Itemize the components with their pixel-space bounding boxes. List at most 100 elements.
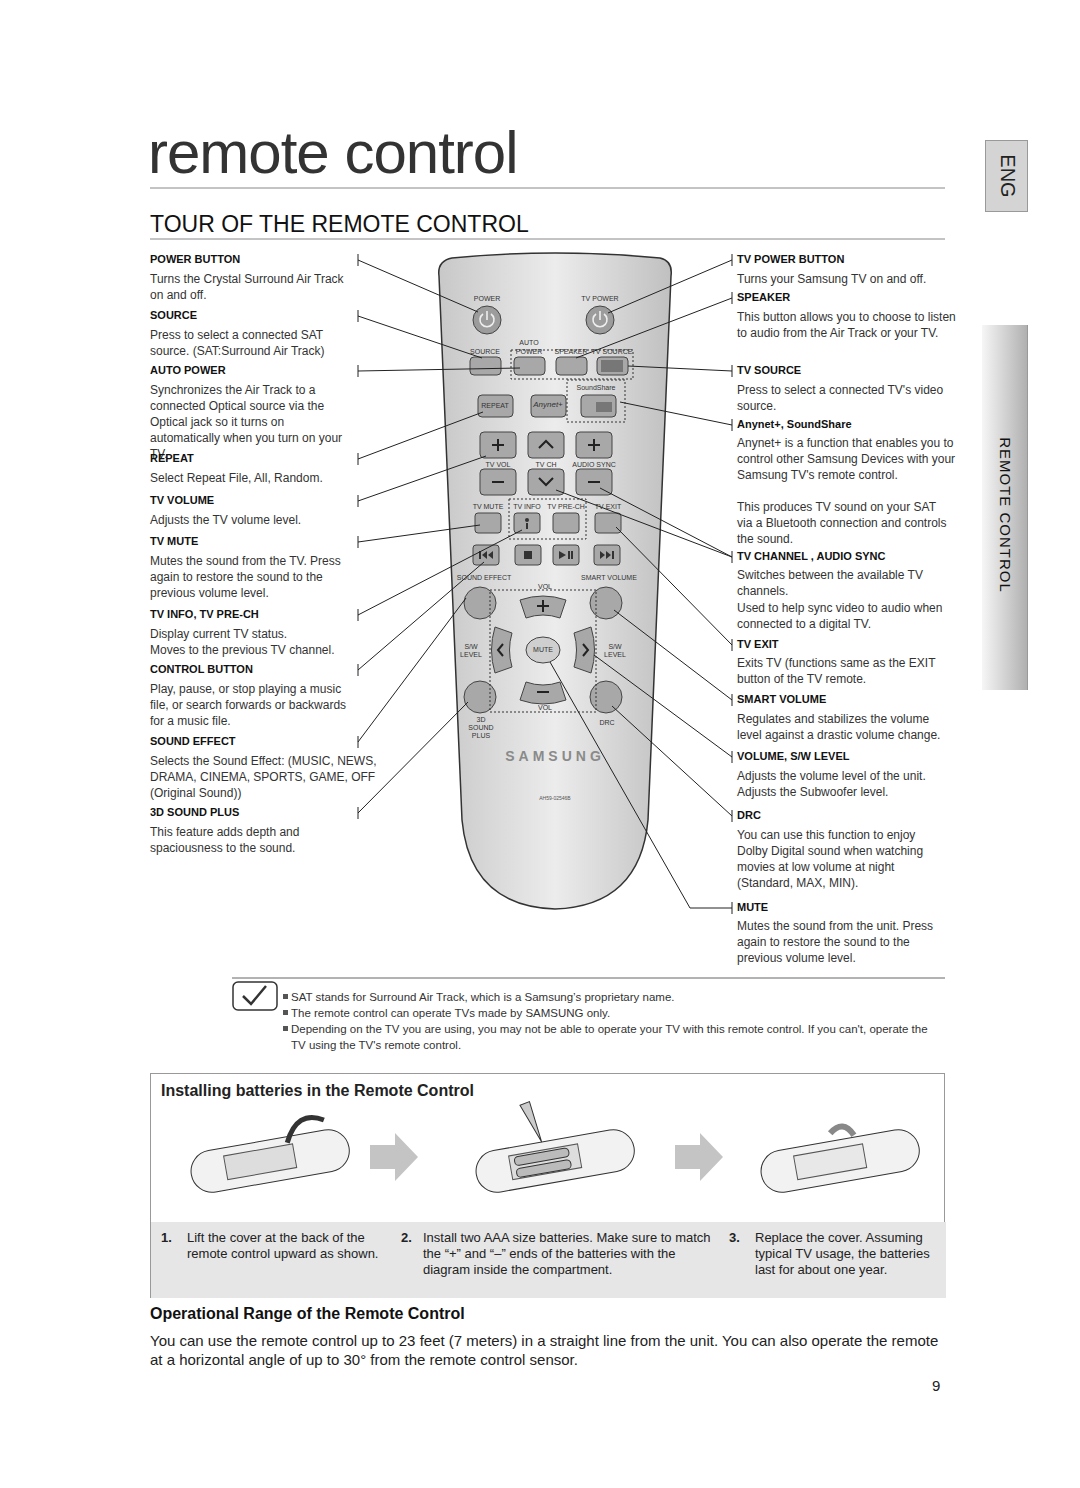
battery-illustration-part-part [284,1115,327,1143]
leader-lines-part [608,254,732,313]
remote-illustration-part-part [475,513,501,533]
battery-illustration-part [185,1112,352,1196]
remote-illustration-part-part [574,627,595,673]
leader-lines-part [616,527,732,651]
remote-illustration-part-part [470,357,501,375]
remote-illustration-part-part [514,513,540,533]
remote-illustration-part-part [514,357,545,375]
callout-heading: TV MUTE [150,535,198,547]
subheading: Operational Range of the Remote Control [150,1305,465,1323]
button-label: VOL [538,704,552,712]
battery-illustration-part-part [224,1144,297,1180]
callout-heading: SMART VOLUME [737,693,826,705]
remote-illustration-part-part [480,432,516,458]
leader-lines-part [358,456,486,507]
note-icon-part [283,1010,288,1015]
callout-text: Turns your Samsung TV on and off. [737,271,962,287]
remote-illustration-part-part [464,587,496,619]
battery-panel: 1.Lift the cover at the back of the remo… [150,1073,945,1298]
leader-lines-part [620,402,732,431]
callout-text: This button allows you to choose to list… [737,309,962,341]
remote-illustration-part-part [524,551,532,559]
callout-text: Display current TV status. [150,626,355,642]
battery-illustration-part-part [473,1126,638,1195]
callout-heading: TV EXIT [737,638,779,650]
remote-illustration-part [464,357,628,713]
leader-lines-part [614,610,732,706]
callout-text: Synchronizes the Air Track to a connecte… [150,382,355,462]
steps-band: 1.Lift the cover at the back of the remo… [151,1222,946,1298]
battery-illustration-part-part [758,1126,923,1195]
remote-illustration-part [479,360,623,559]
remote-illustration-part-part [600,551,614,559]
remote-illustration-part-part [520,596,566,618]
rules-part [150,239,945,240]
button-label: TV SOURCE [592,348,633,356]
callout-text: Used to help sync video to audio when co… [737,600,947,632]
button-label: TV CH [536,461,557,469]
remote-illustration-part-part [509,499,586,539]
callout-text: Turns the Crystal Surround Air Track on … [150,271,355,303]
button-label: TV INFO [513,503,541,511]
leader-lines-part [358,525,480,548]
page-number: 9 [932,1377,940,1394]
leader-lines-part [550,662,732,914]
step-text: Replace the cover. Assuming typical TV u… [755,1230,940,1278]
remote-illustration-part-part [583,644,588,656]
note-icon [233,982,288,1031]
callout-text: Press to select a connected TV's video s… [737,382,962,414]
callout-text: Adjusts the Subwoofer level. [737,784,962,800]
remote-illustration-part-part [590,587,622,619]
callout-heading: Anynet+, SoundShare [737,418,852,430]
remote-illustration-part-part [492,481,504,483]
remote-illustration-part-part [526,523,528,529]
callout-text: Mutes the sound from the unit. Press aga… [737,918,947,966]
remote-illustration-part-part [480,469,516,495]
remote-illustration-part-part [597,357,628,375]
leader-lines-part [358,254,478,312]
remote-illustration-part-part [473,545,499,565]
rules-part [232,978,945,979]
button-label: S/W LEVEL [460,643,482,659]
remote-illustration-part-part [601,360,623,372]
note-text: The remote control can operate TVs made … [291,1005,941,1021]
button-label: SoundShare [577,384,616,392]
leader-lines-part [576,292,732,358]
callout-heading: TV CHANNEL , AUDIO SYNC [737,550,886,562]
button-label: 3D SOUND PLUS [463,716,499,740]
page-title: remote control [148,118,518,187]
button-label: TV MUTE [473,503,504,511]
callout-heading: CONTROL BUTTON [150,663,253,675]
battery-illustration-part [370,1133,418,1181]
battery-illustration-part-part [520,1101,542,1145]
callout-text: This produces TV sound on your SAT via a… [737,499,952,547]
leader-lines-part [556,488,732,563]
remote-illustration-part-part [539,441,553,448]
callout-text: Exits TV (functions same as the EXIT but… [737,655,952,687]
remote-illustration-part-part [553,513,579,533]
button-label: S/W LEVEL [604,643,626,659]
note-icon-part [243,986,266,1004]
remote-illustration-part-part [492,627,513,673]
remote-illustration-part-part [515,545,541,565]
step-number: 3. [729,1230,749,1246]
battery-illustration-part [675,1133,723,1181]
remote-illustration-part-part [542,600,544,612]
callout-text: Moves to the previous TV channel. [150,642,355,658]
button-label: VOL [538,583,552,591]
callout-heading: DRC [737,809,761,821]
rules [150,188,945,978]
remote-illustration-part-part [464,681,496,713]
remote-illustration-part-part [596,402,612,412]
button-label: TV POWER [581,295,618,303]
remote-illustration-part-part [581,395,616,417]
remote-illustration-part-part [593,439,595,451]
remote-illustration-part-part [567,380,625,422]
callout-heading: TV INFO, TV PRE-CH [150,608,259,620]
button-label: TV VOL [486,461,511,469]
remote-illustration-part-part [497,439,499,451]
callout-text: Anynet+ is a function that enables you t… [737,435,957,483]
button-label: TV PRE-CH [547,503,585,511]
remote-illustration-part-part [586,306,614,334]
step-number: 1. [161,1230,181,1246]
